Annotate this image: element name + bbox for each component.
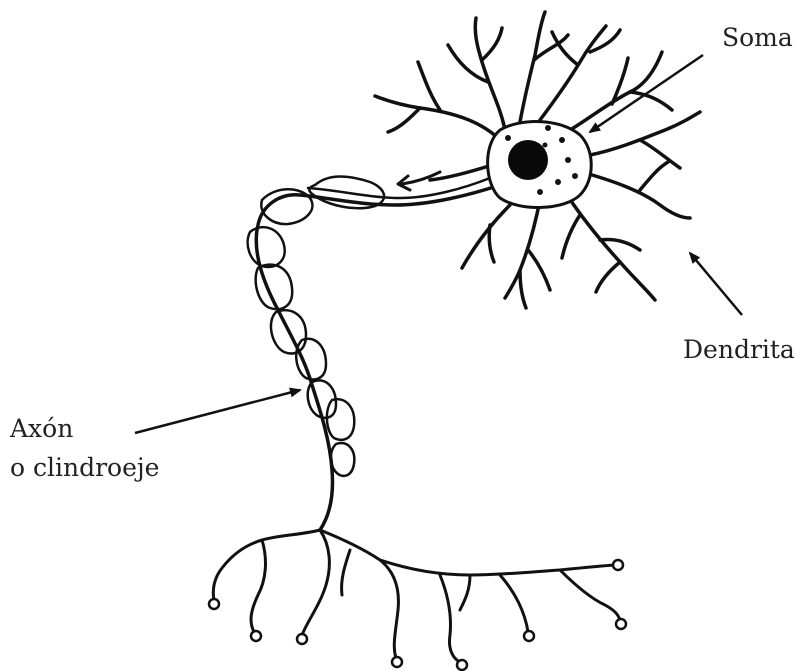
soma xyxy=(488,122,592,208)
axon xyxy=(248,172,500,530)
axon-pointer-arrow xyxy=(135,390,300,433)
dendrita-pointer-arrow xyxy=(690,253,742,315)
axon-label: Axón xyxy=(10,413,73,444)
terminal-buttons xyxy=(209,560,626,670)
nucleus xyxy=(508,140,548,180)
soma-label: Soma xyxy=(722,22,793,53)
dendrita-label: Dendrita xyxy=(683,334,795,365)
axon-label-subtitle: o clindroeje xyxy=(10,452,159,483)
axon-terminals xyxy=(213,530,620,662)
